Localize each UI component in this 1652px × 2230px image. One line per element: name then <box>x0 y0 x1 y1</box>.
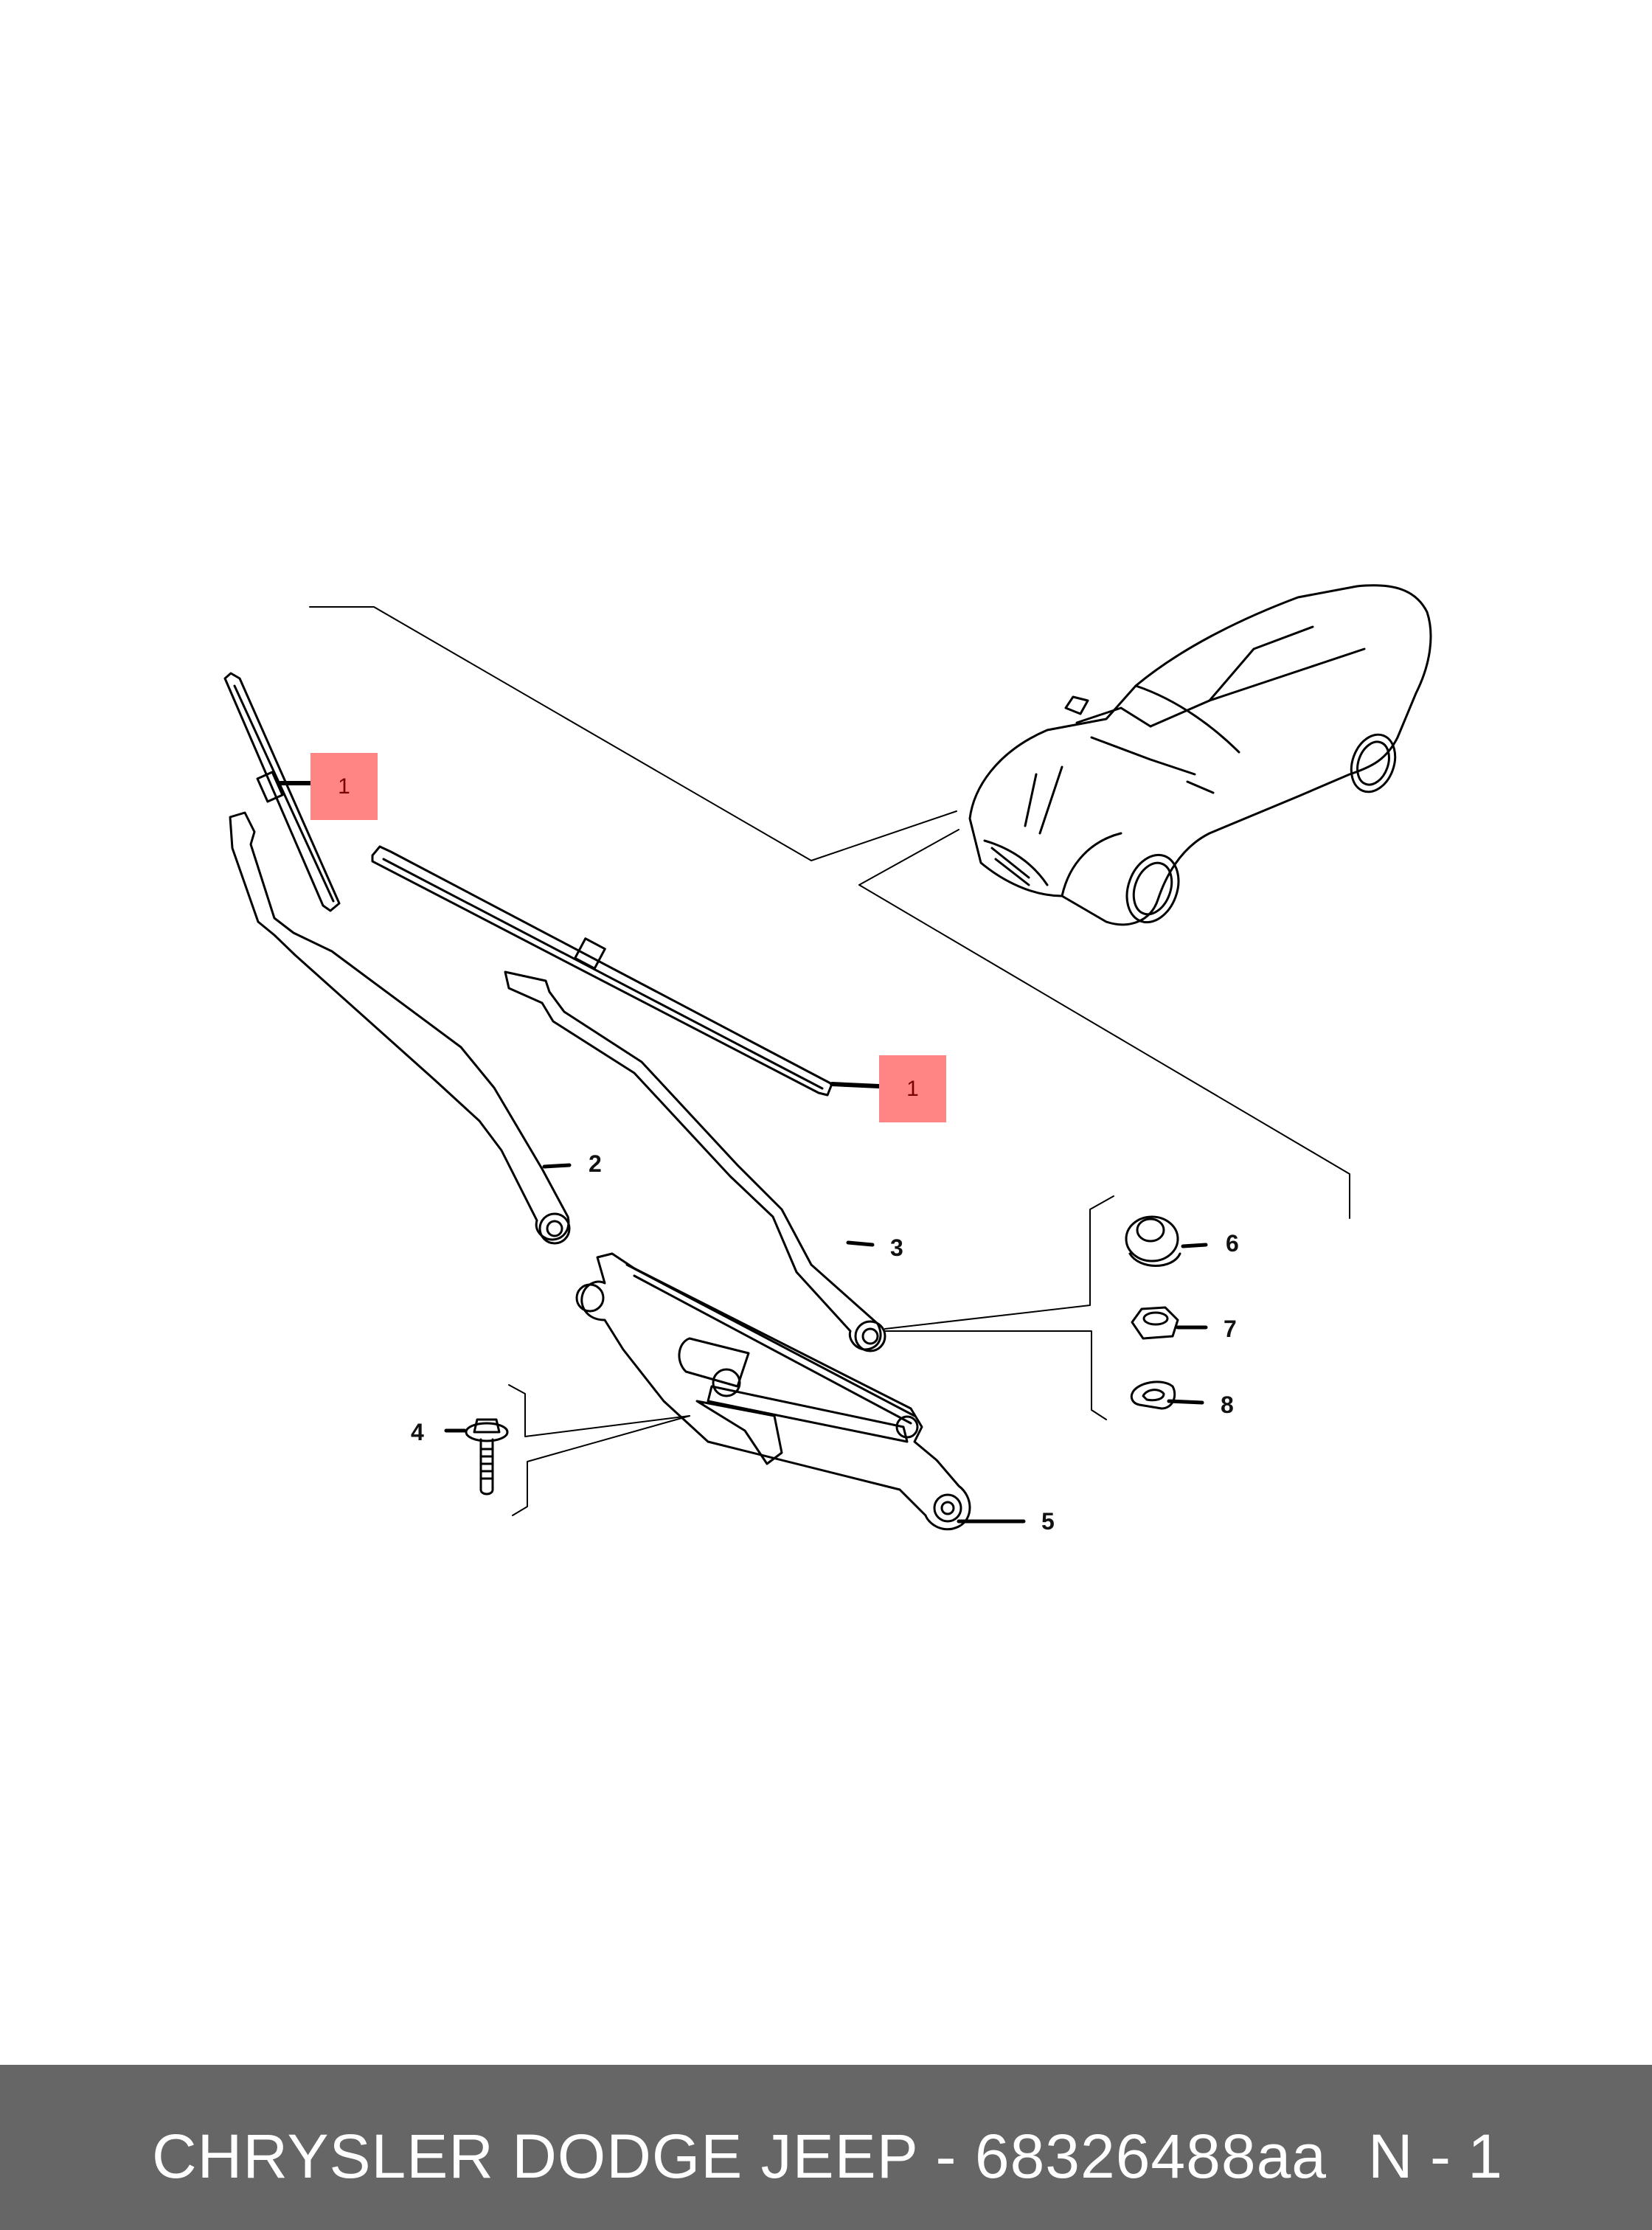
wiper-arm-left-drawing <box>229 811 572 1245</box>
callout-5: 5 <box>1041 1508 1055 1535</box>
wiper-arm-right-drawing <box>504 970 886 1352</box>
wiper-blade-right-drawing <box>371 845 881 1097</box>
callout-7: 7 <box>1224 1316 1237 1342</box>
wiper-linkage-drawing <box>575 1252 1026 1531</box>
footer-bar: CHRYSLER DODGE JEEP - 68326488aa N - 1 <box>0 2065 1652 2230</box>
callout-2: 2 <box>589 1150 602 1177</box>
callout-1-right-highlight[interactable]: 1 <box>879 1055 946 1122</box>
vehicle-locator-icon <box>968 584 1432 926</box>
bolt-drawing <box>444 1418 509 1496</box>
callout-1-right-label: 1 <box>906 1076 919 1101</box>
nut-drawing <box>1131 1306 1208 1340</box>
locator-frame-lines <box>309 606 1350 1219</box>
hardware-bracket-lines <box>884 1195 1114 1420</box>
callout-8: 8 <box>1221 1392 1234 1418</box>
cap-drawing <box>1125 1215 1208 1267</box>
footer-page-label: N - 1 <box>1368 2122 1503 2191</box>
diagram-line-art <box>223 584 1432 1531</box>
wiper-blade-left-drawing <box>223 672 341 912</box>
footer-title: CHRYSLER DODGE JEEP - 68326488aa <box>152 2122 1328 2191</box>
washer-drawing <box>1130 1380 1204 1410</box>
callout-1-left-highlight[interactable]: 1 <box>310 753 378 820</box>
callout-4: 4 <box>411 1419 424 1445</box>
callout-3: 3 <box>890 1234 903 1261</box>
bolt-bracket-lines <box>508 1384 690 1516</box>
parts-diagram: 1 1 2 3 4 5 6 7 8 <box>223 584 1432 1535</box>
callout-1-left-label: 1 <box>338 774 350 799</box>
callout-6: 6 <box>1226 1230 1239 1257</box>
